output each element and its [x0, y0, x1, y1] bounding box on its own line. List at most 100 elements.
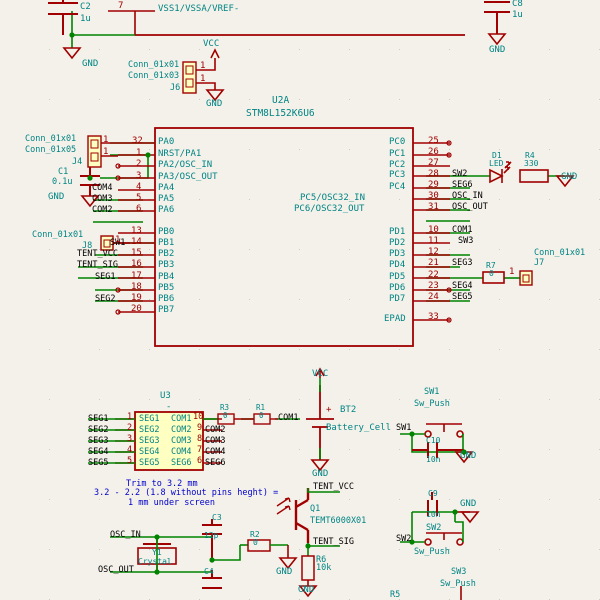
- r2-reference: R2: [250, 530, 260, 539]
- net-label-seg6-pin: SEG6: [452, 180, 473, 190]
- pin-name-pd1: PD1: [389, 227, 406, 237]
- c10-value: 10n: [426, 455, 441, 464]
- pin-number-33: 33: [428, 312, 439, 322]
- pin-number-25: 25: [428, 136, 439, 146]
- net-label-osc-out: OSC_OUT: [98, 565, 134, 575]
- net-label-com1-pin: COM1: [452, 225, 473, 235]
- r3-reference: R3: [220, 403, 230, 412]
- lcd-reference: U3: [160, 391, 171, 401]
- pin-number-14: 14: [131, 237, 142, 247]
- gnd-label-c8: GND: [489, 45, 506, 55]
- net-label-seg3: SEG3: [88, 436, 109, 446]
- pin-number-15: 15: [131, 248, 142, 258]
- gnd-label-crystal: GND: [276, 567, 293, 577]
- note-line-2: 3.2 - 2.2 (1.8 without pins heght) =: [94, 488, 279, 498]
- q1-value: TEMT6000X01: [310, 516, 367, 526]
- net-label-osc-in: OSC_IN: [110, 530, 141, 540]
- gnd-symbol-bt2: [310, 459, 330, 472]
- sw1-value: Sw_Push: [414, 399, 450, 409]
- pin-name-pa4: PA4: [158, 183, 175, 193]
- pin-name-nrst-pa1: NRST/PA1: [158, 149, 202, 159]
- j8-pin: 1: [115, 235, 121, 245]
- connector-j4-body: [87, 135, 102, 168]
- pin-name-pd6: PD6: [389, 283, 406, 293]
- lcd-pin-name-com3: COM3: [171, 436, 192, 446]
- pin-number-28: 28: [428, 169, 439, 179]
- net-label-sw1-pin: SW1: [110, 238, 126, 248]
- note-line-1: Trim to 3.2 mm: [126, 479, 198, 489]
- pin-name-pb2: PB2: [158, 249, 175, 259]
- capacitor-c2: [48, 0, 78, 35]
- bt2-reference: BT2: [340, 405, 357, 415]
- net-label-seg4-pin: SEG4: [452, 281, 473, 291]
- pin-number-21: 21: [428, 258, 439, 268]
- j7-reference: J7: [534, 258, 545, 268]
- gnd-label-led: GND: [561, 172, 578, 182]
- lcd-value: -: [166, 402, 172, 412]
- pin-name-pb5: PB5: [158, 283, 175, 293]
- lcd-pin-number-3: 3: [127, 434, 133, 444]
- pin-number-11: 11: [428, 236, 439, 246]
- gnd-symbol-led: [555, 175, 575, 188]
- gnd-symbol-sw1: [454, 451, 474, 464]
- pin-name-pb1: PB1: [158, 238, 175, 248]
- lcd-pin-name-com4: COM4: [171, 447, 192, 457]
- r4-reference: R4: [525, 151, 535, 160]
- sw3-reference: SW3: [451, 567, 467, 577]
- no-connect-markers: [115, 140, 452, 323]
- lcd-pin-name-seg4: SEG4: [139, 447, 160, 457]
- pin-name-pb4: PB4: [158, 272, 175, 282]
- note-line-3: 1 mm under screen: [128, 498, 215, 508]
- pin-number-24: 24: [428, 292, 439, 302]
- gnd-label-sw1: GND: [460, 451, 477, 461]
- resistor-r7: [482, 271, 505, 284]
- net-label-com2: COM2: [92, 205, 113, 215]
- sw3-value: Sw_Push: [440, 579, 476, 589]
- pin-name-pc6: PC6/OSC32_OUT: [294, 204, 365, 214]
- pin-name-pc5: PC5/OSC32_IN: [300, 193, 366, 203]
- gnd-symbol-c8: [487, 33, 507, 46]
- c4-reference: C4: [204, 567, 214, 576]
- pin-number-20: 20: [131, 304, 142, 314]
- battery-plus-sign: +: [326, 405, 332, 415]
- pin-number-16: 16: [131, 259, 142, 269]
- d1-value: LED: [489, 159, 504, 168]
- net-label-osc-in-pin: OSC_IN: [452, 191, 483, 201]
- pin-number-26: 26: [428, 147, 439, 157]
- capacitor-c8: [484, 1, 510, 34]
- net-label-sw2: SW2: [396, 534, 412, 544]
- lcd-pin-number-7: 7: [197, 445, 203, 455]
- gnd-symbol-crystal: [278, 545, 298, 570]
- gnd-symbol-c2: [62, 47, 82, 60]
- lcd-pin-number-5: 5: [127, 456, 133, 466]
- net-label-seg2: SEG2: [88, 425, 109, 435]
- net-label-seg5: SEG5: [88, 458, 109, 468]
- lcd-pin-name-seg2: SEG2: [139, 425, 160, 435]
- net-label-tent-vcc: TENT_VCC: [313, 482, 354, 492]
- pin-number-29: 29: [428, 180, 439, 190]
- lcd-pin-name-com2: COM2: [171, 425, 192, 435]
- gnd-symbol-c1: [80, 195, 100, 208]
- j7-pin: 1: [509, 267, 515, 277]
- pin-number-32: 32: [132, 136, 143, 146]
- pin-number-19: 19: [131, 293, 142, 303]
- pin-name-vss: VSS1/VSSA/VREF-: [158, 4, 240, 14]
- pin-number-31: 31: [428, 202, 439, 212]
- lcd-pin-number-1: 1: [127, 412, 133, 422]
- r7-value: 0: [489, 269, 494, 278]
- pin-name-pa5: PA5: [158, 194, 175, 204]
- lcd-pin-number-4: 4: [127, 445, 133, 455]
- capacitor-c9: [427, 492, 438, 516]
- pin-number-22: 22: [428, 270, 439, 280]
- pin-name-pd5: PD5: [389, 272, 406, 282]
- gnd-symbol-q1: [298, 580, 318, 598]
- net-label-sw3-pin: SW3: [458, 236, 474, 246]
- j4-wires: [101, 142, 118, 157]
- q1-reference: Q1: [310, 504, 321, 514]
- gnd-label-sw2: GND: [460, 499, 477, 509]
- vcc-label-j6: VCC: [203, 39, 220, 49]
- net-label-seg5-pin: SEG5: [452, 292, 473, 302]
- vcc-symbol-bt2: [315, 367, 325, 378]
- net-label-sw1: SW1: [396, 423, 412, 433]
- j8-value: Conn_01x01: [32, 230, 84, 240]
